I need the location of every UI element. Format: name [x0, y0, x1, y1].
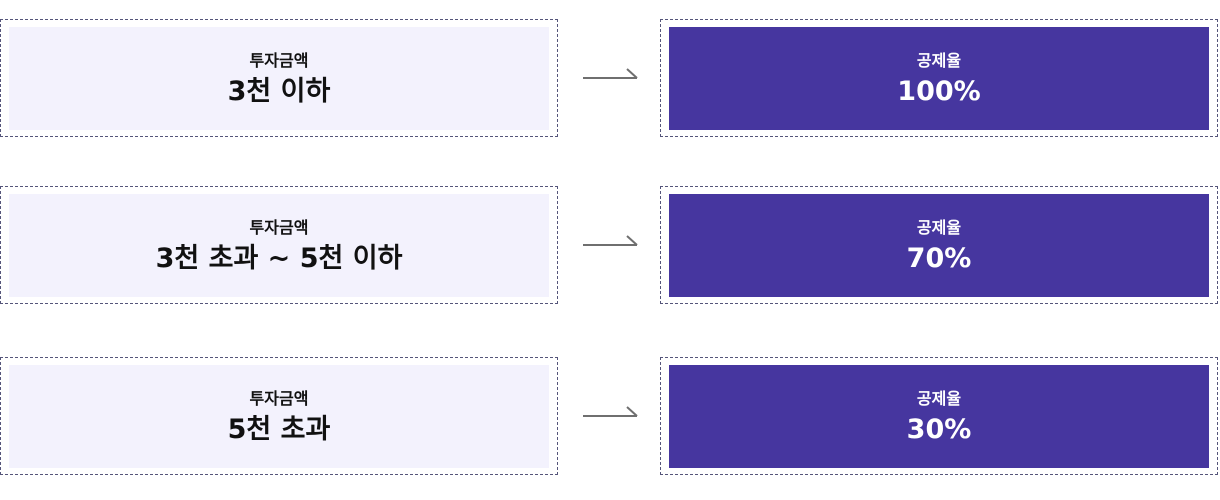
rate-value: 70% — [906, 242, 972, 274]
rate-label: 공제율 — [916, 388, 962, 408]
investment-box: 투자금액 3천 초과 ~ 5천 이하 — [9, 194, 549, 297]
rate-value: 100% — [897, 75, 981, 107]
deduction-row-1: 투자금액 3천 이하 공제율 100% — [0, 19, 1220, 139]
rate-box: 공제율 100% — [669, 27, 1209, 130]
investment-value: 3천 초과 ~ 5천 이하 — [155, 242, 403, 274]
deduction-row-3: 투자금액 5천 초과 공제율 30% — [0, 357, 1220, 477]
investment-box: 투자금액 5천 초과 — [9, 365, 549, 468]
investment-box: 투자금액 3천 이하 — [9, 27, 549, 130]
investment-label: 투자금액 — [249, 217, 309, 237]
investment-value: 5천 초과 — [227, 413, 331, 445]
arrow-right-icon — [583, 406, 638, 417]
rate-box: 공제율 30% — [669, 365, 1209, 468]
investment-label: 투자금액 — [249, 50, 309, 70]
arrow-right-icon — [583, 68, 638, 79]
rate-label: 공제율 — [916, 50, 962, 70]
investment-label: 투자금액 — [249, 388, 309, 408]
rate-frame: 공제율 70% — [660, 186, 1218, 304]
investment-value: 3천 이하 — [227, 75, 331, 107]
arrow-right-icon — [583, 235, 638, 246]
deduction-row-2: 투자금액 3천 초과 ~ 5천 이하 공제율 70% — [0, 186, 1220, 306]
investment-frame: 투자금액 3천 초과 ~ 5천 이하 — [0, 186, 558, 304]
investment-frame: 투자금액 3천 이하 — [0, 19, 558, 137]
investment-frame: 투자금액 5천 초과 — [0, 357, 558, 475]
rate-frame: 공제율 30% — [660, 357, 1218, 475]
rate-frame: 공제율 100% — [660, 19, 1218, 137]
rate-value: 30% — [906, 413, 972, 445]
rate-label: 공제율 — [916, 217, 962, 237]
rate-box: 공제율 70% — [669, 194, 1209, 297]
